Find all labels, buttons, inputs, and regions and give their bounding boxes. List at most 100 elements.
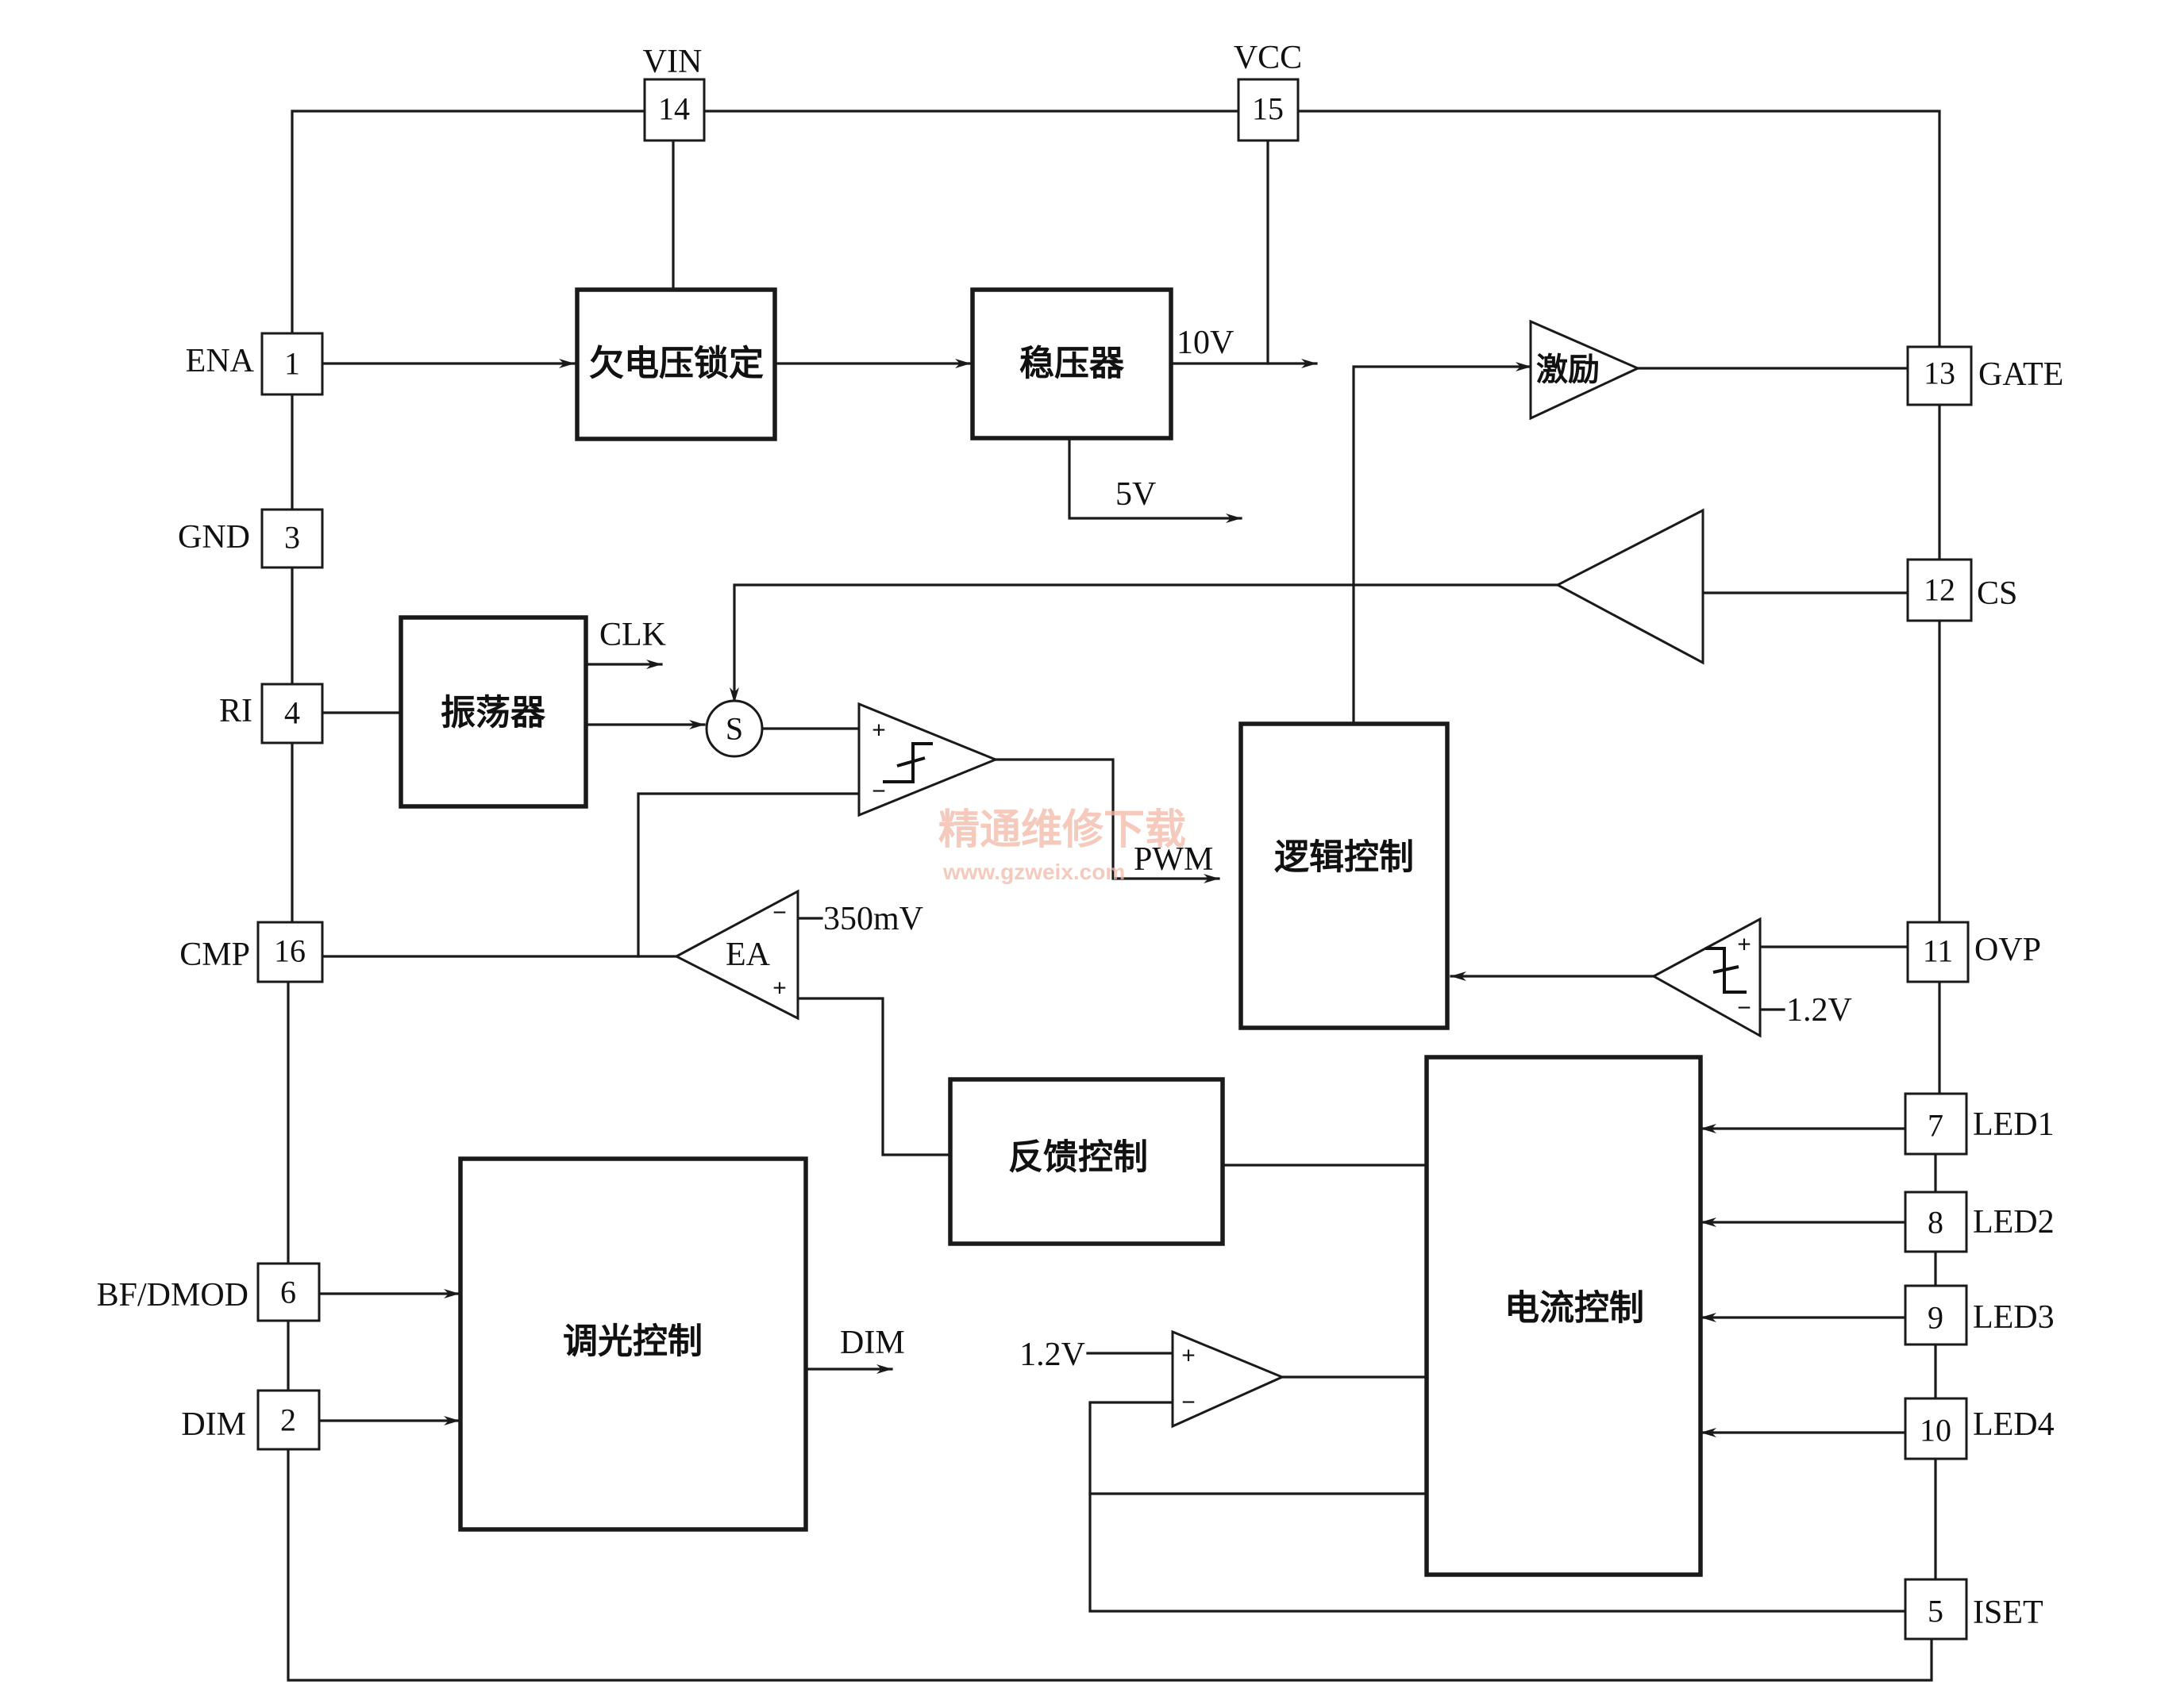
ea-plus: + bbox=[772, 975, 787, 1002]
pin-bfdmod-number: 6 bbox=[280, 1275, 296, 1310]
pin-ena-name: ENA bbox=[186, 343, 255, 379]
driver-label: 激励 bbox=[1536, 352, 1600, 388]
pin-ri-name: RI bbox=[219, 693, 252, 729]
pin-dim-name: DIM bbox=[181, 1406, 246, 1443]
pin-cmp: 16 CMP bbox=[179, 921, 324, 983]
label-350mv: 350mV bbox=[823, 901, 923, 937]
pin-iset-number: 5 bbox=[1928, 1594, 1943, 1629]
pin-ena: 1 ENA bbox=[186, 332, 324, 396]
feedback-label: 反馈控制 bbox=[1008, 1137, 1148, 1178]
ovp-comp-plus: + bbox=[1737, 932, 1751, 958]
pin-ri-number: 4 bbox=[284, 695, 300, 731]
pin-vin: 14 VIN bbox=[643, 44, 706, 142]
amp-to-summer-wire bbox=[730, 583, 1559, 704]
label-10v: 10V bbox=[1177, 325, 1234, 361]
pin-dim: 2 DIM bbox=[181, 1389, 321, 1451]
pin-dim-number: 2 bbox=[280, 1402, 296, 1438]
pin-bfdmod: 6 BF/DMOD bbox=[97, 1262, 321, 1322]
current-label: 电流控制 bbox=[1504, 1288, 1644, 1329]
pin-gate-number: 13 bbox=[1924, 356, 1955, 391]
pin-gnd-number: 3 bbox=[284, 520, 300, 556]
signal-labels: 10V 5V CLK PWM 350mV 1.2V 1.2V DIM bbox=[599, 325, 1852, 1373]
pin-led2-name: LED2 bbox=[1973, 1204, 2055, 1241]
current-block: 电流控制 bbox=[1424, 1055, 1703, 1577]
pin-led1: 7 LED1 bbox=[1904, 1092, 2055, 1156]
pin-cmp-number: 16 bbox=[274, 933, 306, 969]
label-5v: 5V bbox=[1115, 476, 1156, 513]
pin-led2: 8 LED2 bbox=[1904, 1191, 2055, 1253]
pin-led1-number: 7 bbox=[1928, 1108, 1943, 1144]
pin-vin-name: VIN bbox=[643, 44, 703, 80]
pwm-comp-plus: + bbox=[872, 717, 886, 744]
blocks: 欠电压锁定 稳压器 振荡器 逻辑控制 反馈控制 调光控制 电流控制 bbox=[399, 287, 1703, 1577]
pin-ena-number: 1 bbox=[284, 346, 300, 382]
iset-amp-plus: + bbox=[1181, 1343, 1196, 1369]
ea-label: EA bbox=[726, 937, 771, 973]
amplifiers: 激励 S + − EA − + + − bbox=[673, 319, 1762, 1429]
label-dim-out: DIM bbox=[840, 1325, 905, 1361]
error-amp: EA − + bbox=[673, 889, 799, 1021]
regulator-label: 稳压器 bbox=[1019, 344, 1125, 384]
pin-cs-number: 12 bbox=[1924, 572, 1955, 608]
pin-led3-name: LED3 bbox=[1973, 1299, 2055, 1336]
driver-amp: 激励 bbox=[1529, 319, 1641, 421]
pin-gnd-name: GND bbox=[178, 519, 250, 556]
iset-loop-wire bbox=[1088, 1401, 1907, 1613]
ea-minus: − bbox=[772, 900, 787, 926]
oscillator-label: 振荡器 bbox=[441, 693, 546, 733]
ovp-hysteresis-icon bbox=[1705, 947, 1747, 994]
logic-label: 逻辑控制 bbox=[1274, 837, 1414, 878]
label-pwm: PWM bbox=[1134, 841, 1213, 878]
pin-vcc-number: 15 bbox=[1252, 91, 1284, 127]
pin-led4-name: LED4 bbox=[1973, 1406, 2055, 1443]
iset-amp: + − bbox=[1171, 1329, 1285, 1429]
bottom-rail-wire bbox=[287, 1448, 1933, 1682]
regulator-block: 稳压器 bbox=[970, 287, 1173, 440]
pin-vcc: 15 VCC bbox=[1234, 40, 1302, 142]
ovp-comparator: + − bbox=[1650, 917, 1762, 1038]
uvlo-block: 欠电压锁定 bbox=[575, 287, 777, 441]
pin-ri: 4 RI bbox=[219, 683, 324, 744]
cmp-to-pwm-minus-wire bbox=[637, 792, 861, 958]
pin-cmp-name: CMP bbox=[179, 937, 250, 973]
regulator-5v-wire bbox=[1068, 437, 1242, 523]
wires bbox=[287, 110, 1941, 1682]
pin-gate-name: GATE bbox=[1978, 356, 2063, 393]
pin-cs-name: CS bbox=[1977, 575, 2017, 612]
feedback-block: 反馈控制 bbox=[948, 1077, 1225, 1246]
pin-iset: 5 ISET bbox=[1904, 1578, 2043, 1641]
summer-label: S bbox=[726, 711, 743, 747]
pin-led2-number: 8 bbox=[1928, 1205, 1943, 1241]
pin-ovp-name: OVP bbox=[1974, 932, 2041, 968]
pin-gate: 13 GATE bbox=[1906, 345, 2063, 406]
dimming-label: 调光控制 bbox=[563, 1321, 703, 1362]
label-ovp-ref: 1.2V bbox=[1786, 992, 1852, 1029]
ovp-comp-minus: − bbox=[1737, 995, 1751, 1021]
oscillator-block: 振荡器 bbox=[399, 615, 588, 809]
pin-gnd: 3 GND bbox=[178, 508, 324, 569]
pin-led4-number: 10 bbox=[1920, 1413, 1951, 1448]
iset-amp-minus: − bbox=[1181, 1390, 1196, 1416]
summer-node: S bbox=[705, 699, 764, 758]
pins: 1 ENA 3 GND 4 RI 16 CMP 6 BF/DMOD 2 DIM bbox=[97, 40, 2063, 1641]
logic-block: 逻辑控制 bbox=[1238, 721, 1450, 1030]
watermark: 精通维修下载 www.gzweix.com bbox=[938, 806, 1186, 884]
pin-vin-number: 14 bbox=[658, 91, 690, 127]
pin-ovp-number: 11 bbox=[1923, 933, 1954, 969]
uvlo-label: 欠电压锁定 bbox=[589, 344, 764, 384]
pin-ovp: 11 OVP bbox=[1906, 921, 2041, 983]
pin-iset-name: ISET bbox=[1973, 1595, 2043, 1631]
feedback-to-ea-wire bbox=[798, 997, 950, 1156]
pin-cs: 12 CS bbox=[1906, 558, 2017, 622]
pin-led3: 9 LED3 bbox=[1904, 1284, 2055, 1346]
label-iset-ref: 1.2V bbox=[1019, 1337, 1085, 1373]
pin-led3-number: 9 bbox=[1928, 1300, 1943, 1336]
logic-to-driver-wire bbox=[1352, 362, 1532, 725]
pwm-comparator: + − bbox=[857, 702, 999, 817]
top-rail-wire bbox=[291, 110, 1941, 379]
pin-led4: 10 LED4 bbox=[1904, 1397, 2055, 1460]
pin-vcc-name: VCC bbox=[1234, 40, 1302, 76]
pin-bfdmod-name: BF/DMOD bbox=[97, 1277, 248, 1314]
